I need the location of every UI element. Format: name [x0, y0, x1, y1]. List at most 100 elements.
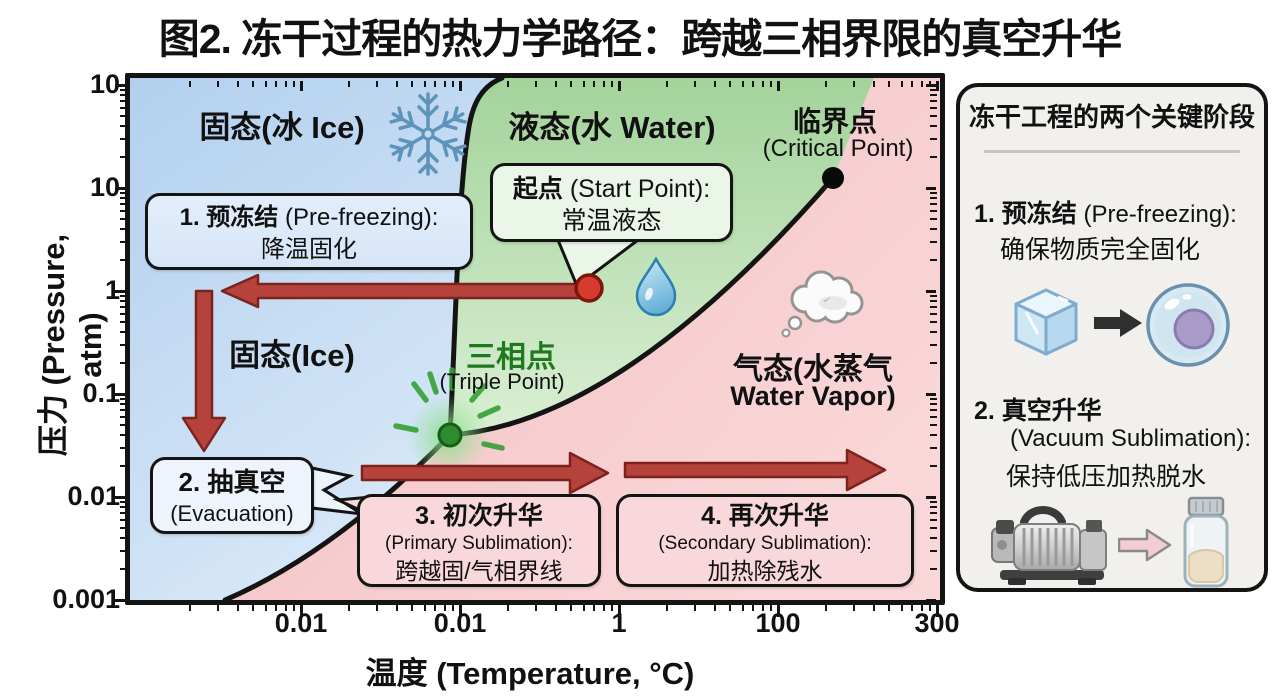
axis-tick [395, 603, 398, 611]
axis-tick [930, 258, 937, 261]
axis-tick [534, 81, 537, 87]
axis-tick [216, 603, 219, 611]
axis-tick [534, 603, 537, 611]
axis-tick [264, 81, 267, 87]
axis-tick [926, 289, 936, 293]
axis-tick [120, 88, 127, 91]
axis-tick [930, 361, 937, 364]
prefreeze-callout: 1. 预冻结 (Pre-freezing): 降温固化 [145, 193, 473, 270]
axis-tick [665, 603, 668, 611]
axis-tick [888, 603, 891, 611]
axis-tick [120, 549, 127, 552]
axis-tick [120, 155, 127, 158]
axis-tick [115, 598, 127, 602]
x-axis-title: 温度 (Temperature, °C) [365, 656, 695, 691]
axis-tick [120, 209, 127, 212]
axis-tick [729, 603, 732, 611]
axis-tick [930, 209, 937, 212]
solid-region-label: 固态(冰 Ice) [199, 110, 365, 145]
side-panel-divider [984, 150, 1240, 153]
axis-tick [434, 603, 437, 611]
arrow-primary-sublimation-right [360, 451, 610, 495]
axis-tick [930, 312, 937, 315]
axis-tick [930, 408, 937, 411]
process-path-arrows [181, 273, 887, 495]
axis-tick [930, 402, 937, 405]
axis-tick [930, 330, 937, 333]
axis-tick [610, 603, 613, 611]
axis-tick [693, 81, 696, 87]
axis-tick [120, 446, 127, 449]
axis-tick [582, 603, 585, 611]
axis-tick [451, 81, 454, 87]
start-point-callout: 起点 (Start Point): 常温液态 [490, 163, 733, 242]
axis-tick [930, 500, 937, 503]
axis-tick [930, 106, 937, 109]
axis-tick [120, 202, 127, 205]
y-tick-label: 0.001 [52, 584, 120, 614]
axis-tick [299, 81, 303, 91]
axis-tick [930, 115, 937, 117]
axis-tick [930, 196, 937, 199]
axis-tick [120, 527, 127, 529]
axis-tick [872, 603, 875, 611]
axis-tick [120, 330, 127, 333]
axis-tick [120, 397, 127, 400]
axis-tick [120, 433, 127, 436]
axis-tick [120, 227, 127, 230]
triple-point-label: 三相点 [466, 341, 556, 374]
axis-tick [120, 402, 127, 405]
axis-tick [824, 81, 827, 87]
axis-tick [120, 408, 127, 411]
axis-tick [602, 603, 605, 611]
axis-tick [930, 397, 937, 400]
snowflake-icon [387, 92, 469, 176]
axis-tick [930, 88, 937, 91]
axis-tick [769, 603, 772, 611]
axis-tick [926, 598, 936, 602]
axis-tick [930, 343, 937, 346]
axis-tick [120, 361, 127, 364]
axis-tick [120, 511, 127, 514]
axis-tick [299, 603, 303, 617]
axis-tick [375, 81, 378, 87]
axis-tick [926, 495, 936, 499]
axis-tick [930, 511, 937, 514]
solid-ice-label: 固态(Ice) [229, 338, 355, 373]
axis-tick [120, 240, 127, 243]
axis-tick [395, 81, 398, 87]
axis-tick [900, 603, 903, 611]
axis-tick [593, 603, 596, 611]
axis-tick [275, 81, 278, 87]
arrow-secondary-sublimation-right [623, 448, 887, 492]
axis-tick [930, 518, 937, 521]
start-point-marker [574, 273, 604, 303]
axis-tick [926, 392, 936, 396]
axis-tick [411, 81, 414, 87]
axis-tick [776, 81, 780, 91]
axis-tick [930, 240, 937, 243]
axis-tick [264, 603, 267, 611]
axis-tick [926, 186, 936, 190]
axis-tick [824, 603, 827, 611]
axis-tick [115, 289, 127, 293]
axis-tick [554, 81, 557, 87]
axis-tick [120, 464, 127, 467]
liquid-region-label: 液态(水 Water) [508, 110, 716, 145]
axis-tick [713, 81, 716, 87]
axis-tick [930, 321, 937, 323]
y-tick-label: 0.1 [82, 378, 120, 408]
axis-tick [930, 124, 937, 127]
axis-tick [120, 115, 127, 117]
axis-tick [582, 81, 585, 87]
axis-tick [115, 392, 127, 396]
axis-tick [120, 294, 127, 297]
axis-tick [930, 191, 937, 194]
axis-tick [935, 81, 939, 91]
critical-point-sublabel: (Critical Point) [762, 135, 914, 162]
stage2-description: 保持低压加热脱水 [1006, 463, 1207, 491]
axis-tick [930, 549, 937, 552]
axis-tick [347, 603, 350, 611]
axis-tick [120, 518, 127, 521]
